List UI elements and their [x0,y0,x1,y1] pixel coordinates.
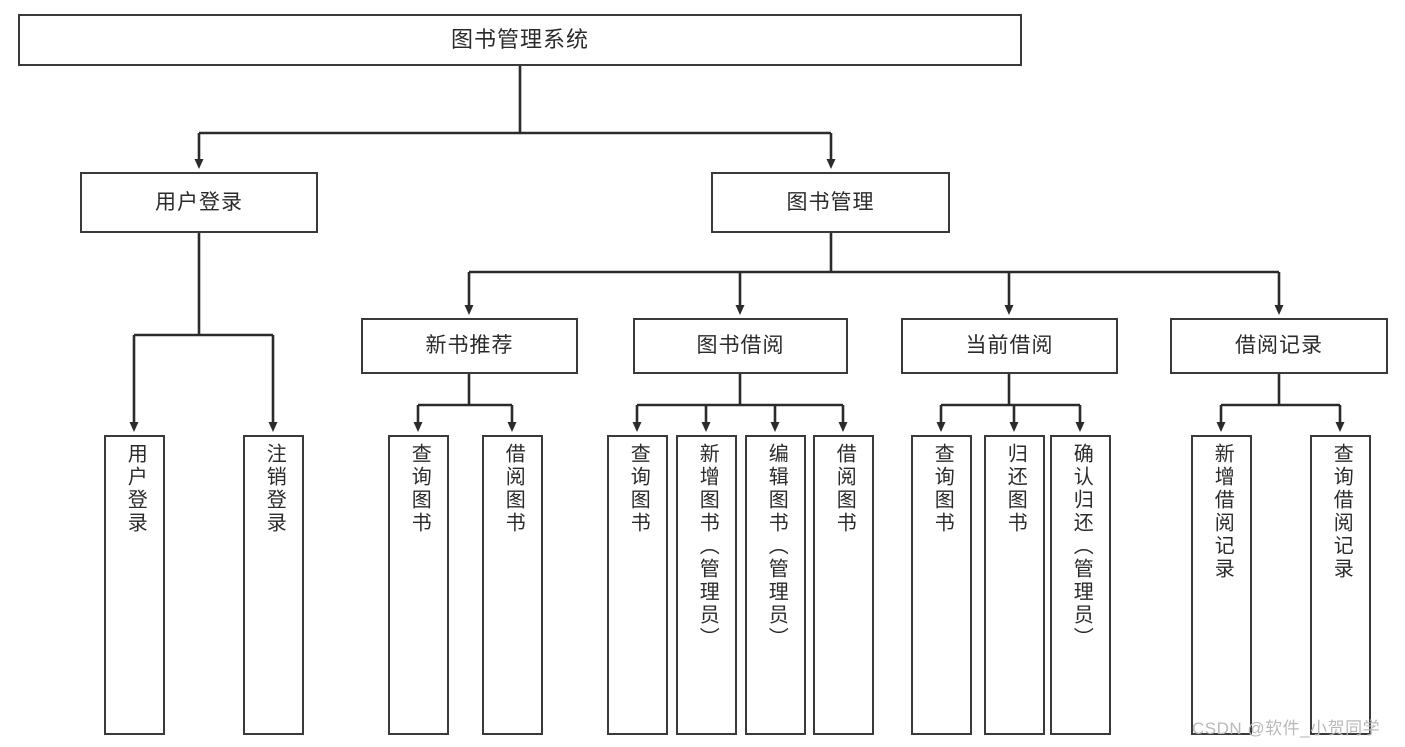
node-root-label: 图书管理系统 [450,26,589,52]
node-book-management[interactable]: 图书管理 [711,172,950,233]
node-borrow-records-label: 借阅记录 [1235,334,1323,358]
leaf-borrow-book[interactable]: 借阅图书 [813,435,874,735]
leaf-query-books-borrow[interactable]: 查询图书 [607,435,668,735]
leaf-confirm-return-admin[interactable]: 确认归还（管理员） [1050,435,1111,735]
node-user-login[interactable]: 用户登录 [80,172,318,233]
node-book-borrow[interactable]: 图书借阅 [633,318,848,374]
node-new-book-recommend[interactable]: 新书推荐 [361,318,578,374]
leaf-user-logout[interactable]: 注销登录 [243,435,304,735]
node-current-borrow[interactable]: 当前借阅 [901,318,1118,374]
leaf-add-book-admin-label: 新增图书（管理员） [696,443,719,650]
leaf-add-book-admin[interactable]: 新增图书（管理员） [676,435,737,735]
leaf-return-book-label: 归还图书 [1004,443,1027,535]
node-user-login-label: 用户登录 [155,190,243,214]
node-borrow-records[interactable]: 借阅记录 [1170,318,1388,374]
leaf-add-borrow-record-label: 新增借阅记录 [1211,443,1234,581]
leaf-borrow-book-label: 借阅图书 [833,443,856,535]
leaf-query-books-borrow-label: 查询图书 [627,443,650,535]
node-book-borrow-label: 图书借阅 [696,334,785,358]
node-book-management-label: 图书管理 [786,190,875,214]
leaf-borrow-books-recommend-label: 借阅图书 [502,443,525,535]
leaf-confirm-return-admin-label: 确认归还（管理员） [1070,443,1093,650]
csdn-watermark: CSDN @软件_小贺同学 [1192,719,1381,738]
leaf-user-login-label: 用户登录 [124,443,147,535]
node-root-system[interactable]: 图书管理系统 [18,14,1022,66]
leaf-user-login[interactable]: 用户登录 [104,435,165,735]
leaf-user-logout-label: 注销登录 [263,443,286,535]
leaf-edit-book-admin[interactable]: 编辑图书（管理员） [745,435,806,735]
leaf-query-books-recommend[interactable]: 查询图书 [388,435,449,735]
leaf-return-book[interactable]: 归还图书 [984,435,1045,735]
leaf-query-borrow-record[interactable]: 查询借阅记录 [1310,435,1371,735]
leaf-query-books-recommend-label: 查询图书 [408,443,431,535]
leaf-add-borrow-record[interactable]: 新增借阅记录 [1191,435,1252,735]
node-current-borrow-label: 当前借阅 [965,334,1054,358]
leaf-borrow-books-recommend[interactable]: 借阅图书 [482,435,543,735]
leaf-query-books-current[interactable]: 查询图书 [911,435,972,735]
leaf-query-borrow-record-label: 查询借阅记录 [1330,443,1353,581]
node-new-book-recommend-label: 新书推荐 [425,334,514,358]
leaf-edit-book-admin-label: 编辑图书（管理员） [765,443,788,650]
leaf-query-books-current-label: 查询图书 [931,443,954,535]
